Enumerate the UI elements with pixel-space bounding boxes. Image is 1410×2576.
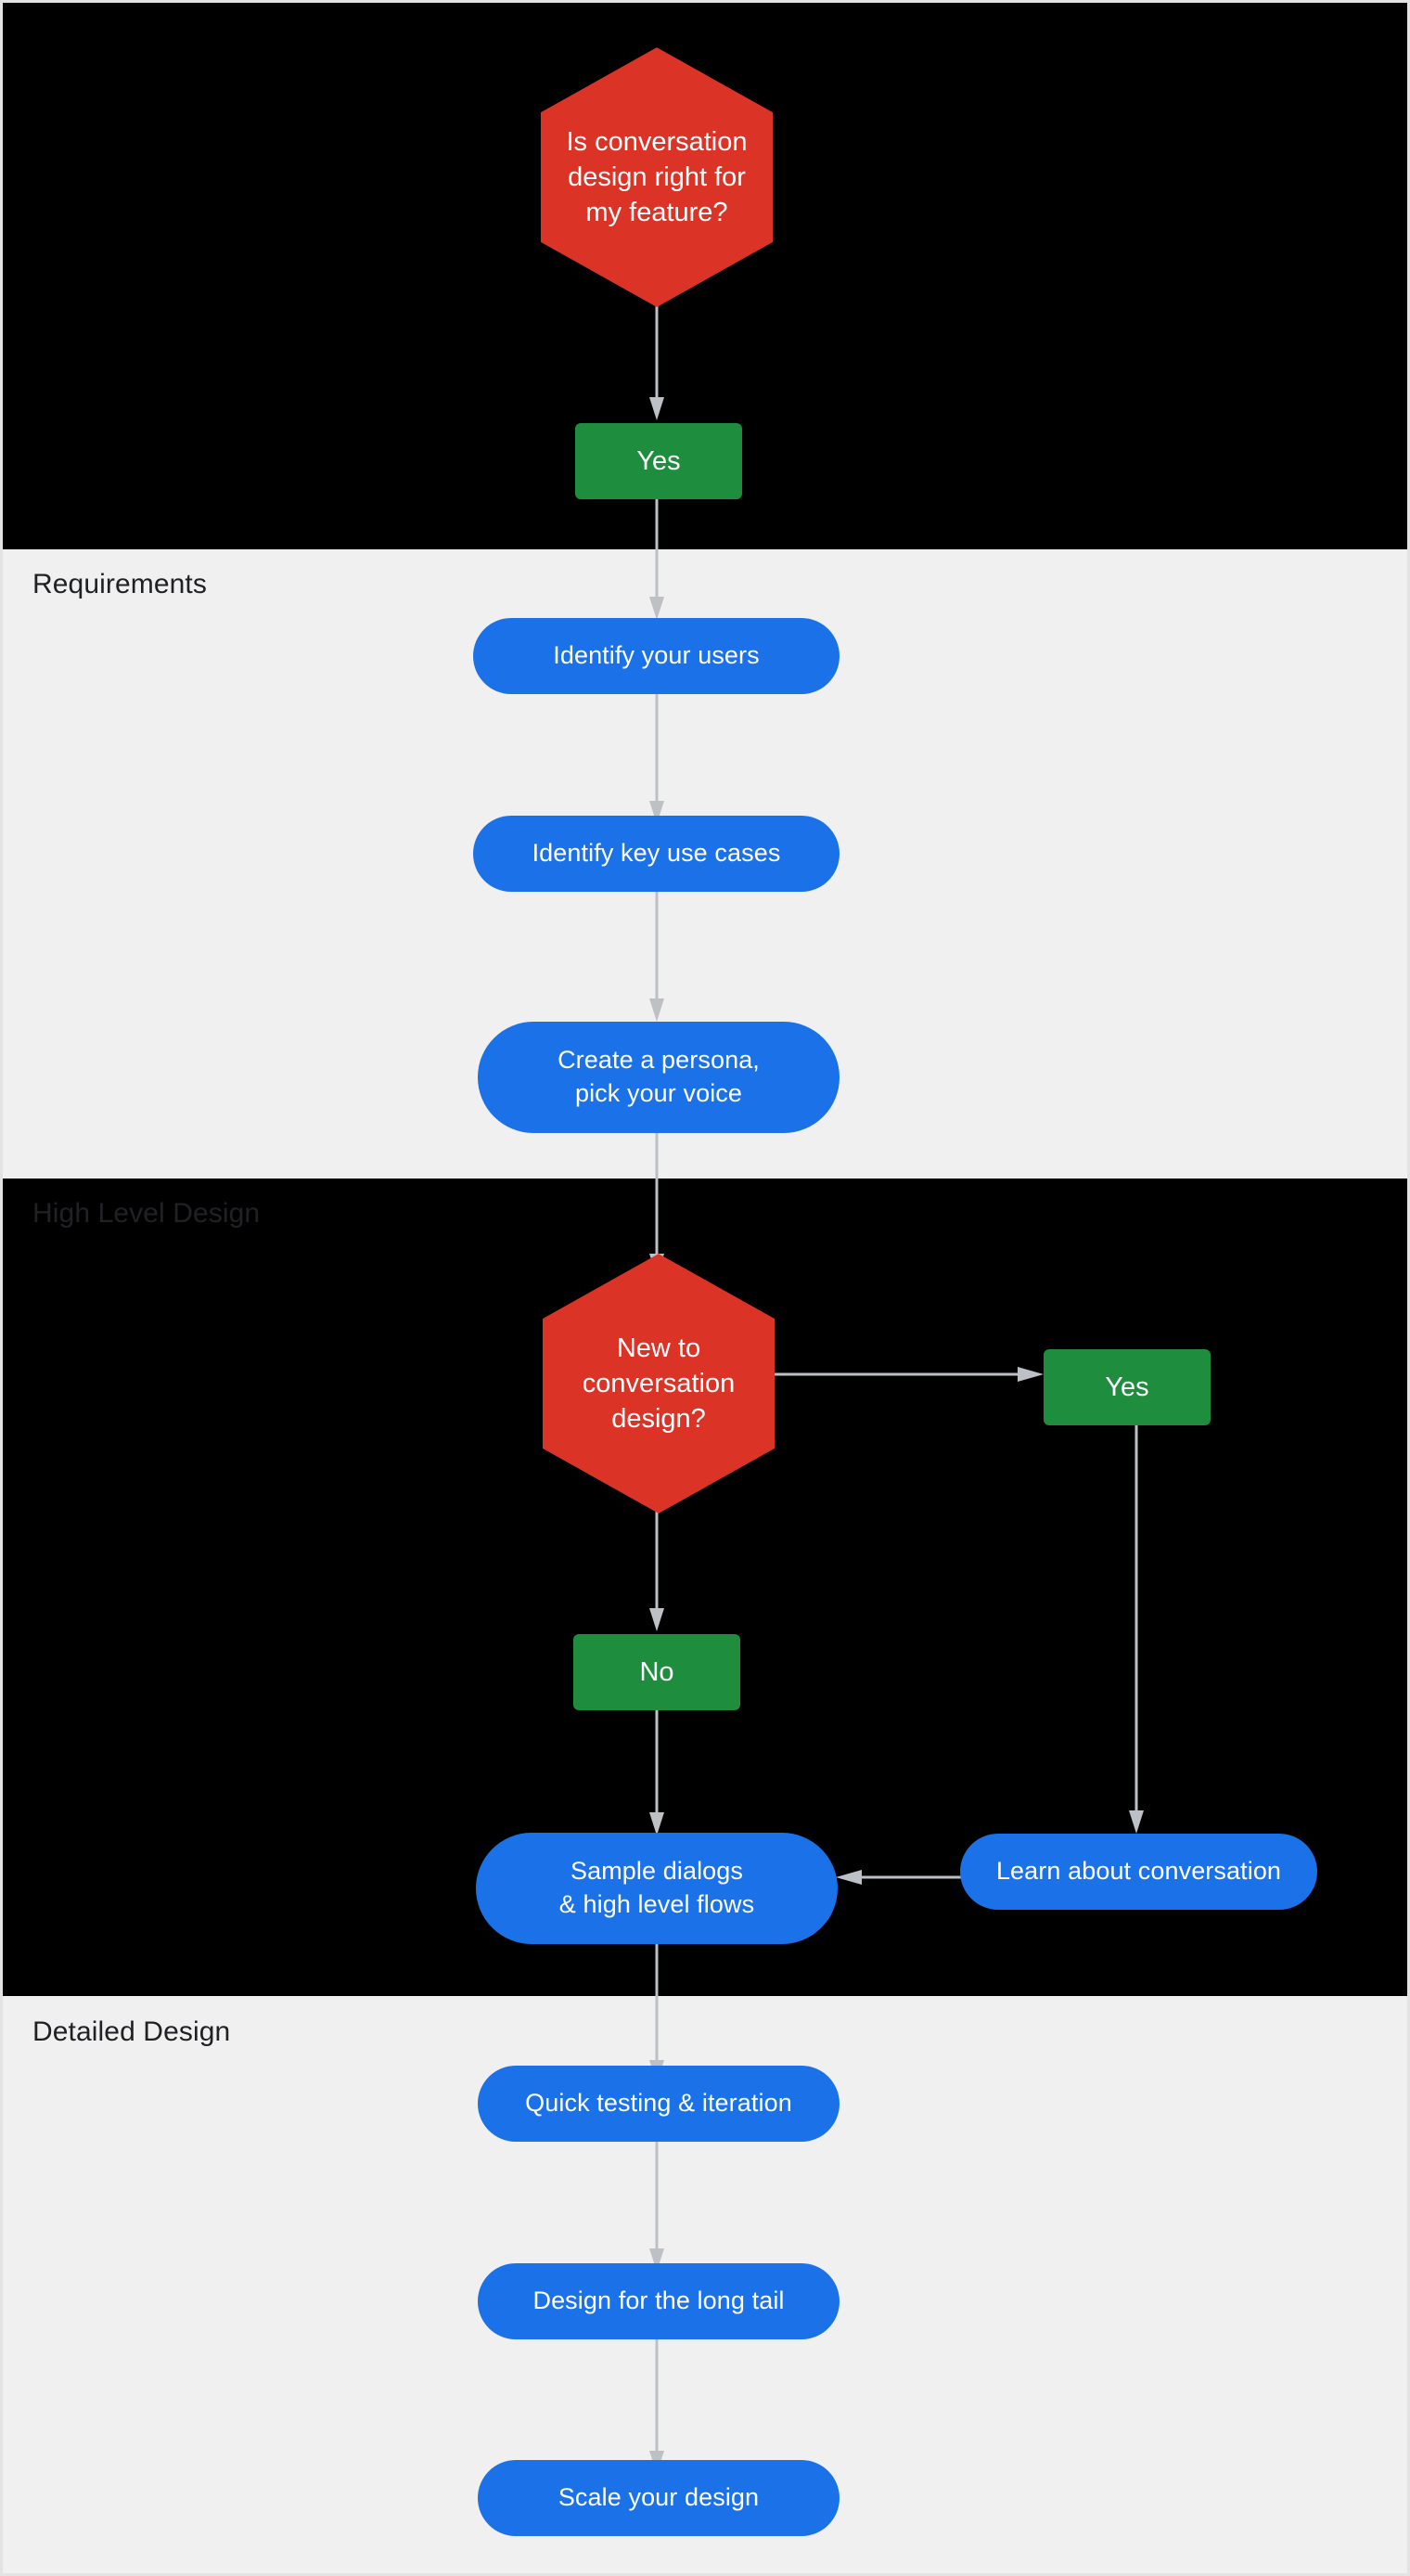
answer-box-label: No xyxy=(639,1656,674,1687)
connector-learn-conversation-to-sample-dialogs xyxy=(836,1863,961,1891)
decision-hexagon-label: New to conversation design? xyxy=(543,1331,775,1437)
hex-line-1: New to xyxy=(616,1333,701,1363)
step-line-1: Sample dialogs xyxy=(570,1857,743,1886)
step-label: Design for the long tail xyxy=(532,2286,785,2315)
step-label: Quick testing & iteration xyxy=(525,2089,792,2118)
hex-line-3: my feature? xyxy=(585,198,728,228)
answer-box-label: Yes xyxy=(636,445,681,476)
connector-long-tail-to-scale-design xyxy=(643,2339,671,2474)
hex-line-2: design right for xyxy=(568,161,746,192)
step-quick-testing-and-iteration[interactable]: Quick testing & iteration xyxy=(478,2066,840,2142)
step-learn-about-conversation[interactable]: Learn about conversation xyxy=(960,1834,1317,1910)
connector-yes-to-identify-users xyxy=(643,499,671,620)
step-label: Sample dialogs & high level flows xyxy=(559,1855,754,1921)
decision-hexagon-conversation-design-right[interactable]: Is conversation design right for my feat… xyxy=(541,47,773,307)
answer-box-yes-start[interactable]: Yes xyxy=(575,423,742,499)
connector-yes-new-to-learn-conversation xyxy=(1122,1425,1150,1834)
connector-hex-new-to-no xyxy=(643,1511,671,1631)
step-sample-dialogs-and-high-level-flows[interactable]: Sample dialogs & high level flows xyxy=(476,1833,838,1944)
connector-quick-testing-to-long-tail xyxy=(643,2142,671,2272)
answer-box-yes-new-to-design[interactable]: Yes xyxy=(1044,1349,1211,1425)
step-label: Identify your users xyxy=(553,641,760,670)
band-label-high-level-design: High Level Design xyxy=(32,1198,261,1229)
step-create-a-persona-pick-your-voice[interactable]: Create a persona, pick your voice xyxy=(478,1022,840,1133)
step-label: Identify key use cases xyxy=(532,839,781,868)
step-identify-key-use-cases[interactable]: Identify key use cases xyxy=(473,816,840,892)
step-label: Scale your design xyxy=(558,2483,760,2512)
decision-hexagon-label: Is conversation design right for my feat… xyxy=(541,124,773,231)
connector-use-cases-to-create-persona xyxy=(643,892,671,1022)
connector-no-to-sample-dialogs xyxy=(643,1710,671,1835)
step-design-for-the-long-tail[interactable]: Design for the long tail xyxy=(478,2263,840,2339)
step-line-2: & high level flows xyxy=(558,1890,755,1918)
hex-line-1: Is conversation xyxy=(566,126,748,157)
connector-hex-start-to-yes xyxy=(643,304,671,420)
band-label-detailed-design: Detailed Design xyxy=(32,2016,231,2047)
connector-identify-users-to-use-cases xyxy=(643,694,671,824)
hex-line-2: conversation xyxy=(582,1368,736,1398)
step-label: Create a persona, pick your voice xyxy=(558,1044,760,1110)
step-line-1: Create a persona, xyxy=(558,1046,760,1075)
step-label: Learn about conversation xyxy=(995,1857,1282,1886)
connector-hex-new-to-yes-new xyxy=(775,1360,1044,1388)
answer-box-no-new-to-design[interactable]: No xyxy=(573,1634,740,1710)
step-line-2: pick your voice xyxy=(574,1079,743,1107)
step-identify-your-users[interactable]: Identify your users xyxy=(473,618,840,694)
hex-line-3: design? xyxy=(611,1404,706,1435)
connector-sample-dialogs-to-quick-testing xyxy=(643,1944,671,2083)
hexagon-shape xyxy=(541,47,773,307)
step-scale-your-design[interactable]: Scale your design xyxy=(478,2460,840,2536)
band-label-requirements: Requirements xyxy=(32,569,207,599)
answer-box-label: Yes xyxy=(1105,1372,1149,1402)
